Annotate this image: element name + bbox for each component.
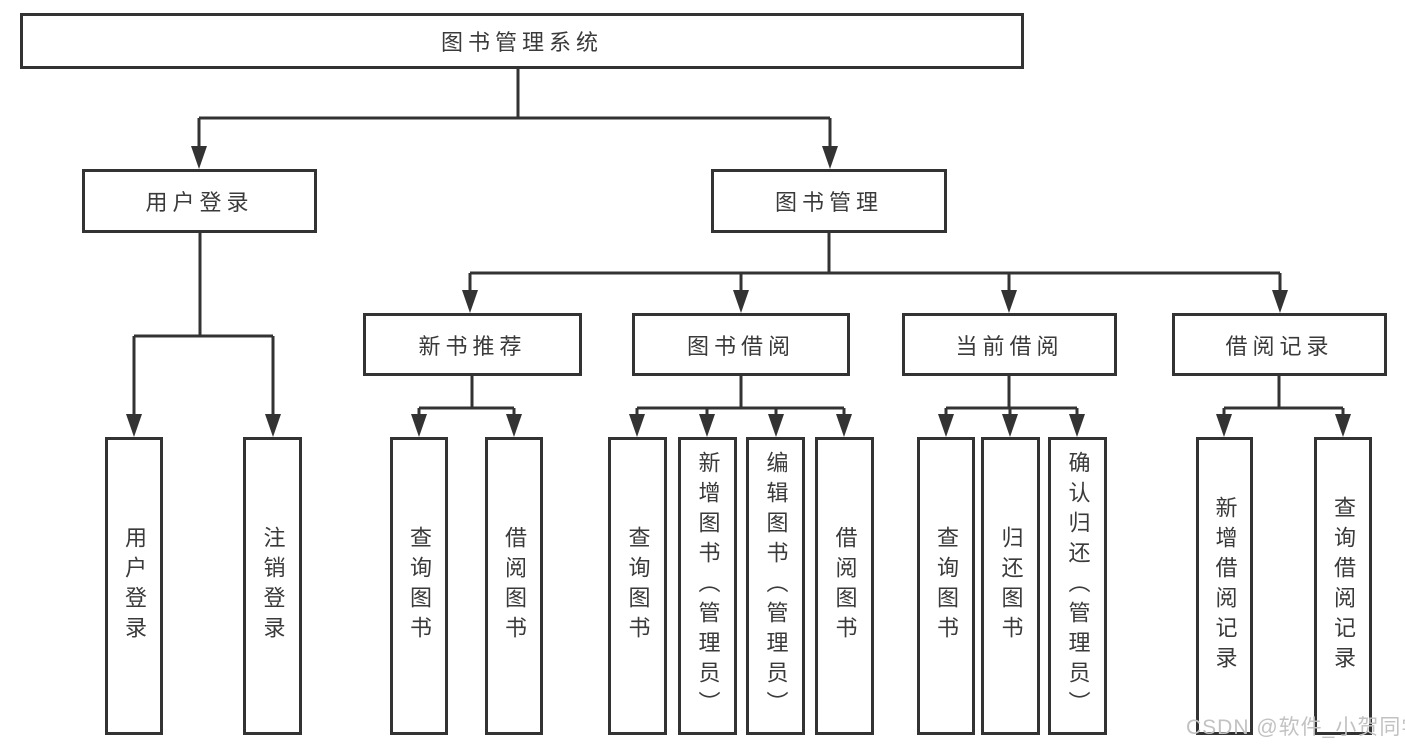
node-borrow-records: 借阅记录 [1172, 313, 1387, 376]
node-current-borrow: 当前借阅 [902, 313, 1117, 376]
arrowhead [1335, 414, 1351, 437]
connector-user-login [132, 233, 275, 428]
arrowhead [629, 414, 645, 437]
leaf-query-books-1: 查询图书 [390, 437, 448, 735]
arrowhead [822, 146, 838, 169]
arrowhead [1069, 414, 1085, 437]
connector-new-books [417, 376, 516, 428]
node-user-login: 用户登录 [82, 169, 317, 233]
leaf-edit-books-admin: 编辑图书（管理员） [746, 437, 805, 735]
arrowhead [411, 414, 427, 437]
node-new-book-recommend: 新书推荐 [363, 313, 582, 376]
leaf-borrow-books-1: 借阅图书 [485, 437, 543, 735]
leaf-borrow-books-2: 借阅图书 [815, 437, 874, 735]
node-library-system-root: 图书管理系统 [20, 13, 1024, 69]
node-book-borrow: 图书借阅 [632, 313, 850, 376]
connector-book-borrow [635, 376, 846, 428]
arrowhead [1001, 290, 1017, 313]
node-book-management: 图书管理 [711, 169, 947, 233]
arrowhead [191, 146, 207, 169]
leaf-add-borrow-record: 新增借阅记录 [1196, 437, 1253, 735]
arrowhead [1216, 414, 1232, 437]
csdn-watermark: CSDN @软件_小贺同学 [1186, 716, 1405, 739]
connector-borrow-records [1222, 376, 1345, 428]
arrowhead [265, 414, 281, 437]
leaf-logout: 注销登录 [243, 437, 302, 735]
arrowhead [126, 414, 142, 437]
arrowhead [506, 414, 522, 437]
arrowhead [768, 414, 784, 437]
arrowhead [1002, 414, 1018, 437]
arrowhead [836, 414, 852, 437]
connector-root [197, 69, 832, 160]
arrowhead [1272, 290, 1288, 313]
leaf-query-books-2: 查询图书 [608, 437, 667, 735]
leaf-user-login: 用户登录 [105, 437, 163, 735]
connector-book-mgmt [468, 233, 1282, 304]
leaf-return-books: 归还图书 [981, 437, 1040, 735]
leaf-query-borrow-record: 查询借阅记录 [1314, 437, 1372, 735]
leaf-query-books-3: 查询图书 [917, 437, 975, 735]
arrowhead [938, 414, 954, 437]
leaf-add-books-admin: 新增图书（管理员） [678, 437, 737, 735]
leaf-confirm-return-admin: 确认归还（管理员） [1048, 437, 1107, 735]
arrowhead [462, 290, 478, 313]
arrowhead [733, 290, 749, 313]
arrowhead [699, 414, 715, 437]
